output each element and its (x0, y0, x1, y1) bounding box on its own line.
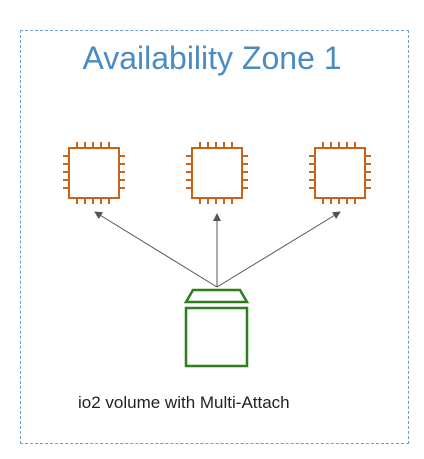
ec2-instance-icon (63, 142, 125, 204)
availability-zone-boundary (20, 30, 409, 444)
ec2-instance-icon (186, 142, 248, 204)
ebs-volume-icon (183, 288, 250, 368)
attach-arrow-3 (216, 211, 341, 288)
zone-title: Availability Zone 1 (82, 40, 342, 76)
attach-arrow-1 (94, 211, 218, 288)
ec2-instance-icon (309, 142, 371, 204)
volume-label: io2 volume with Multi-Attach (78, 393, 290, 412)
